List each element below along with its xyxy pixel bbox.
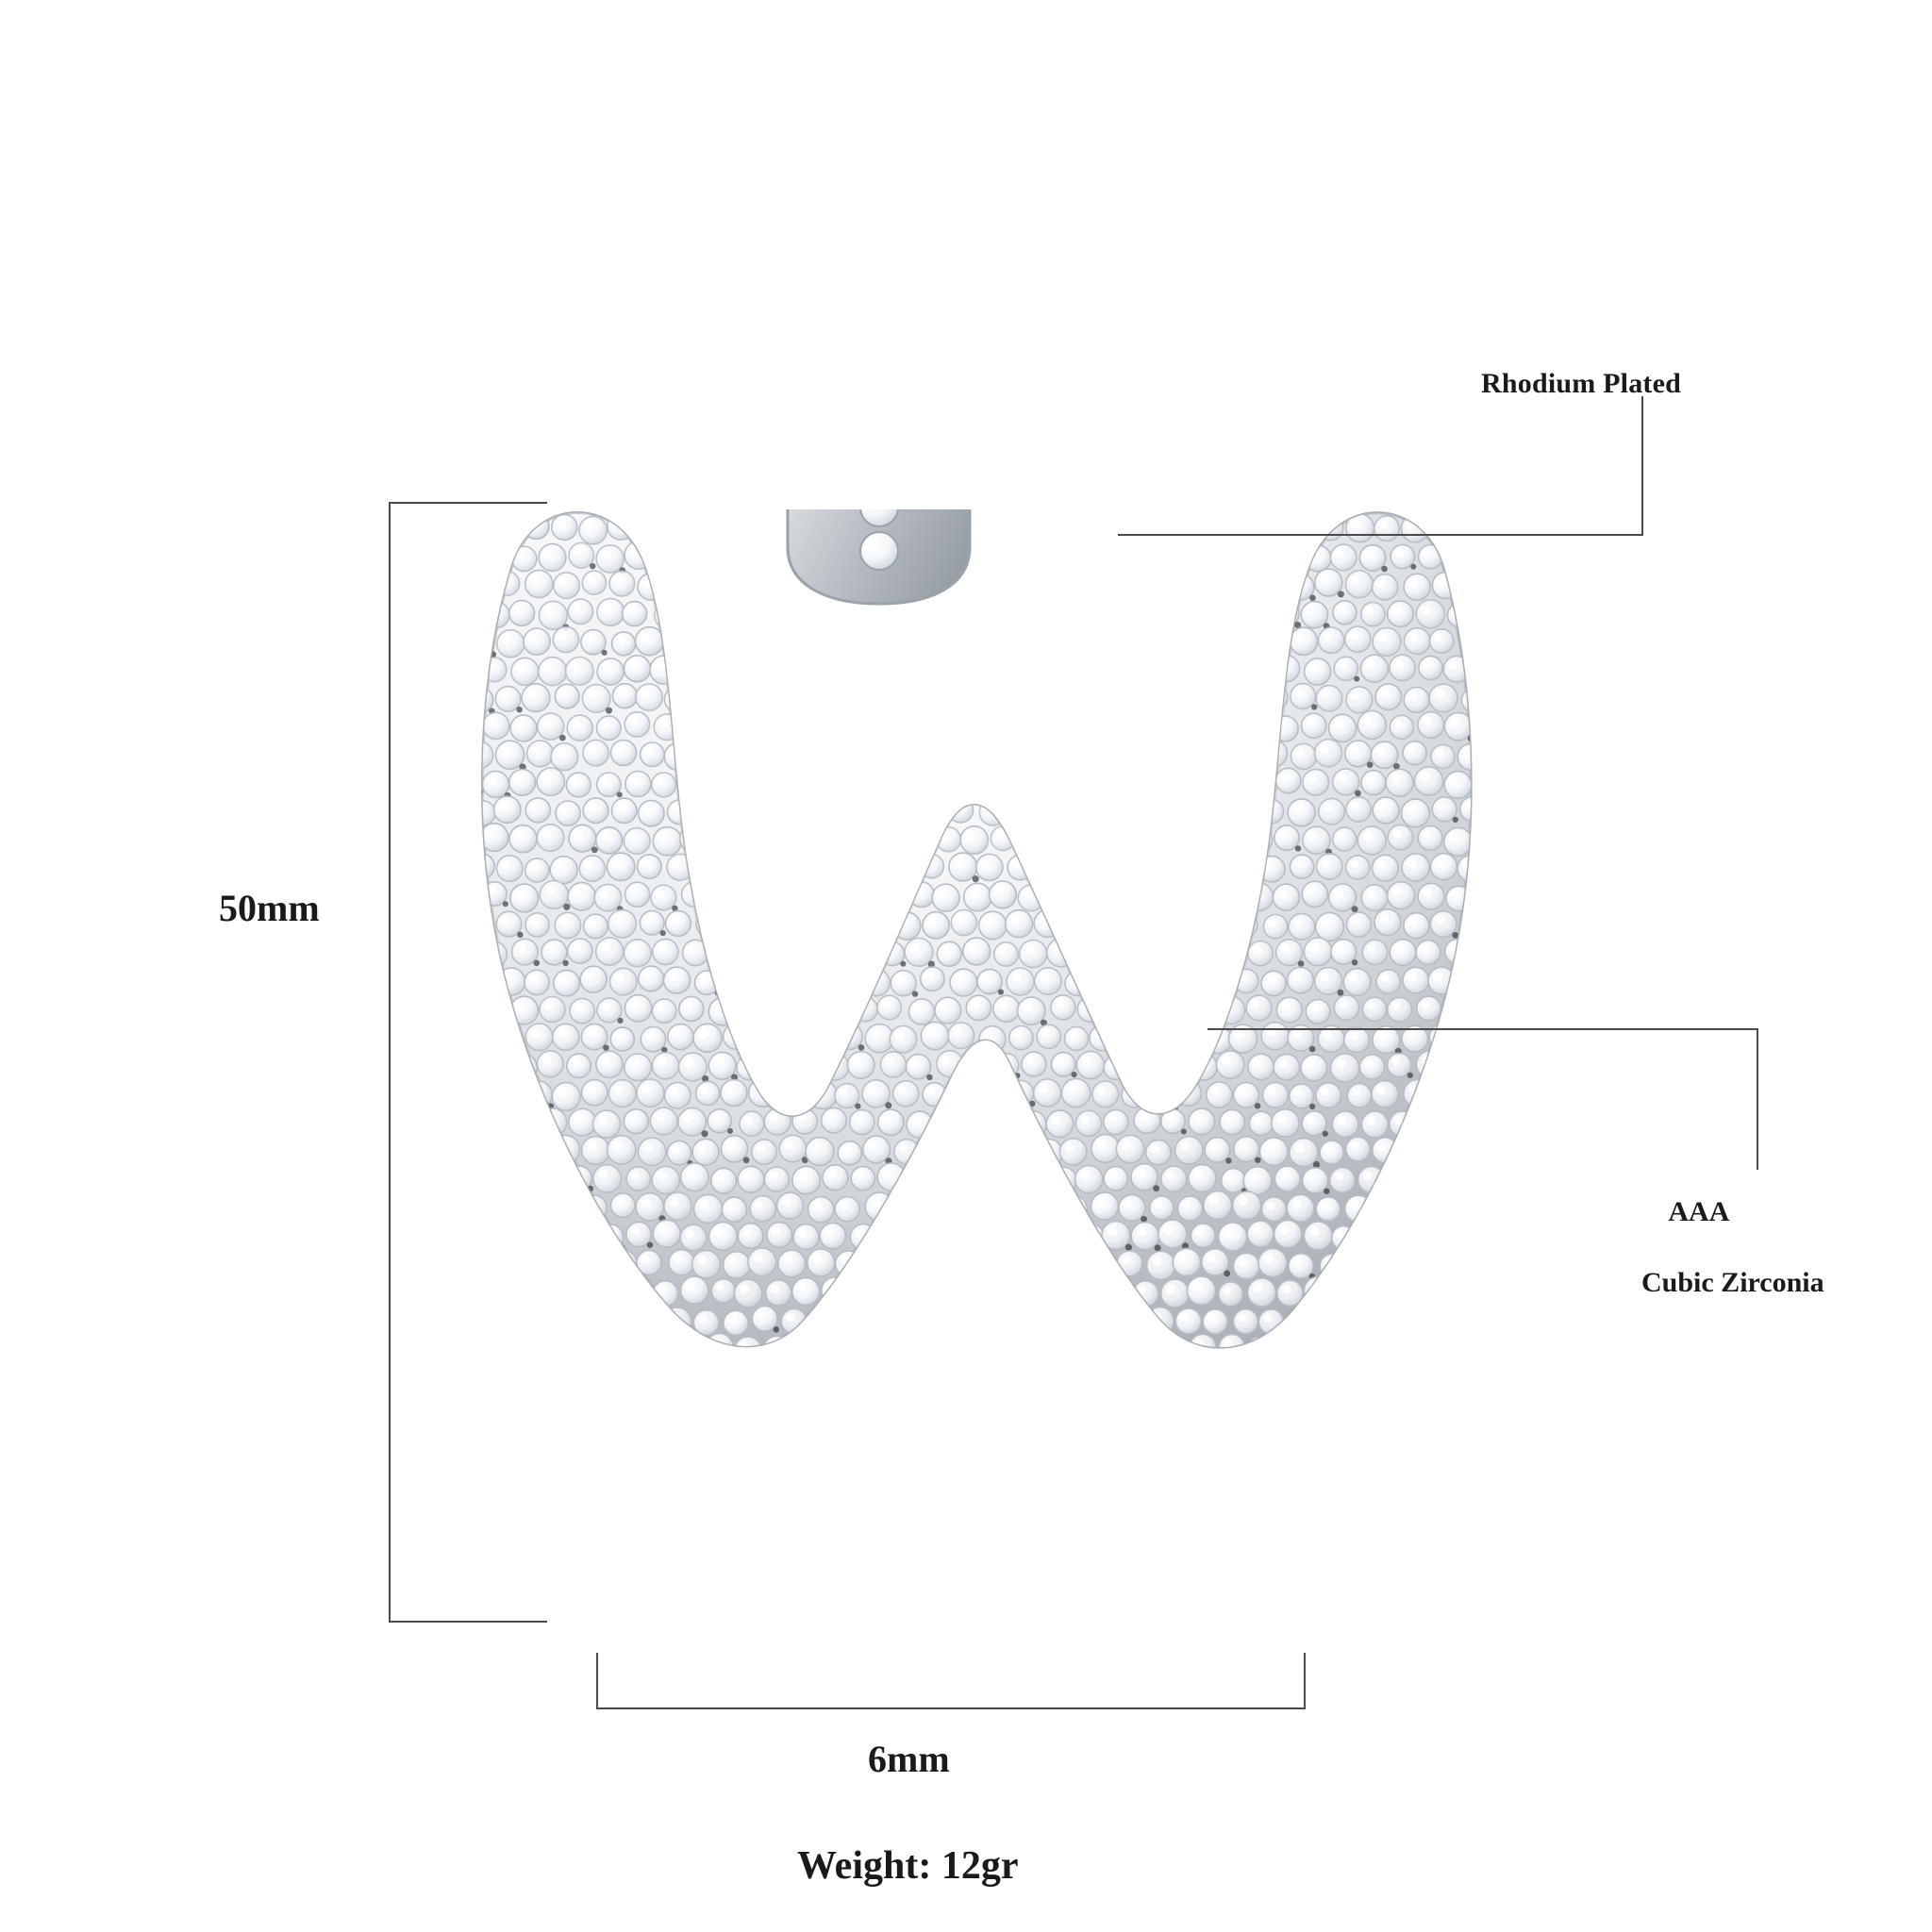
height-measurement-label: 50mm	[219, 887, 320, 929]
height-dimension-line	[389, 502, 391, 1623]
height-dimension-tick-bottom	[389, 1621, 547, 1623]
height-dimension-tick-top	[389, 502, 547, 504]
width-measurement-label: 6mm	[868, 1738, 950, 1780]
bubble-letter-w-pendant	[358, 509, 1585, 1528]
cz-leader-vertical	[1757, 1030, 1758, 1170]
cz-leader-horizontal	[1208, 1028, 1758, 1030]
cubic-zirconia-label: AAA Cubic Zirconia	[1641, 1158, 1824, 1371]
rhodium-leader-horizontal	[1118, 534, 1643, 536]
width-dimension-tick-left	[596, 1653, 598, 1709]
width-dimension-line	[596, 1707, 1306, 1709]
rhodium-plated-label: Rhodium Plated	[1481, 368, 1681, 399]
cz-material-text: Cubic Zirconia	[1641, 1266, 1824, 1298]
weight-label: Weight: 12gr	[797, 1844, 1019, 1888]
rhodium-leader-vertical	[1641, 396, 1643, 536]
width-dimension-tick-right	[1304, 1653, 1306, 1709]
cz-grade-text: AAA	[1668, 1195, 1730, 1227]
bail-stone-row	[859, 509, 899, 571]
